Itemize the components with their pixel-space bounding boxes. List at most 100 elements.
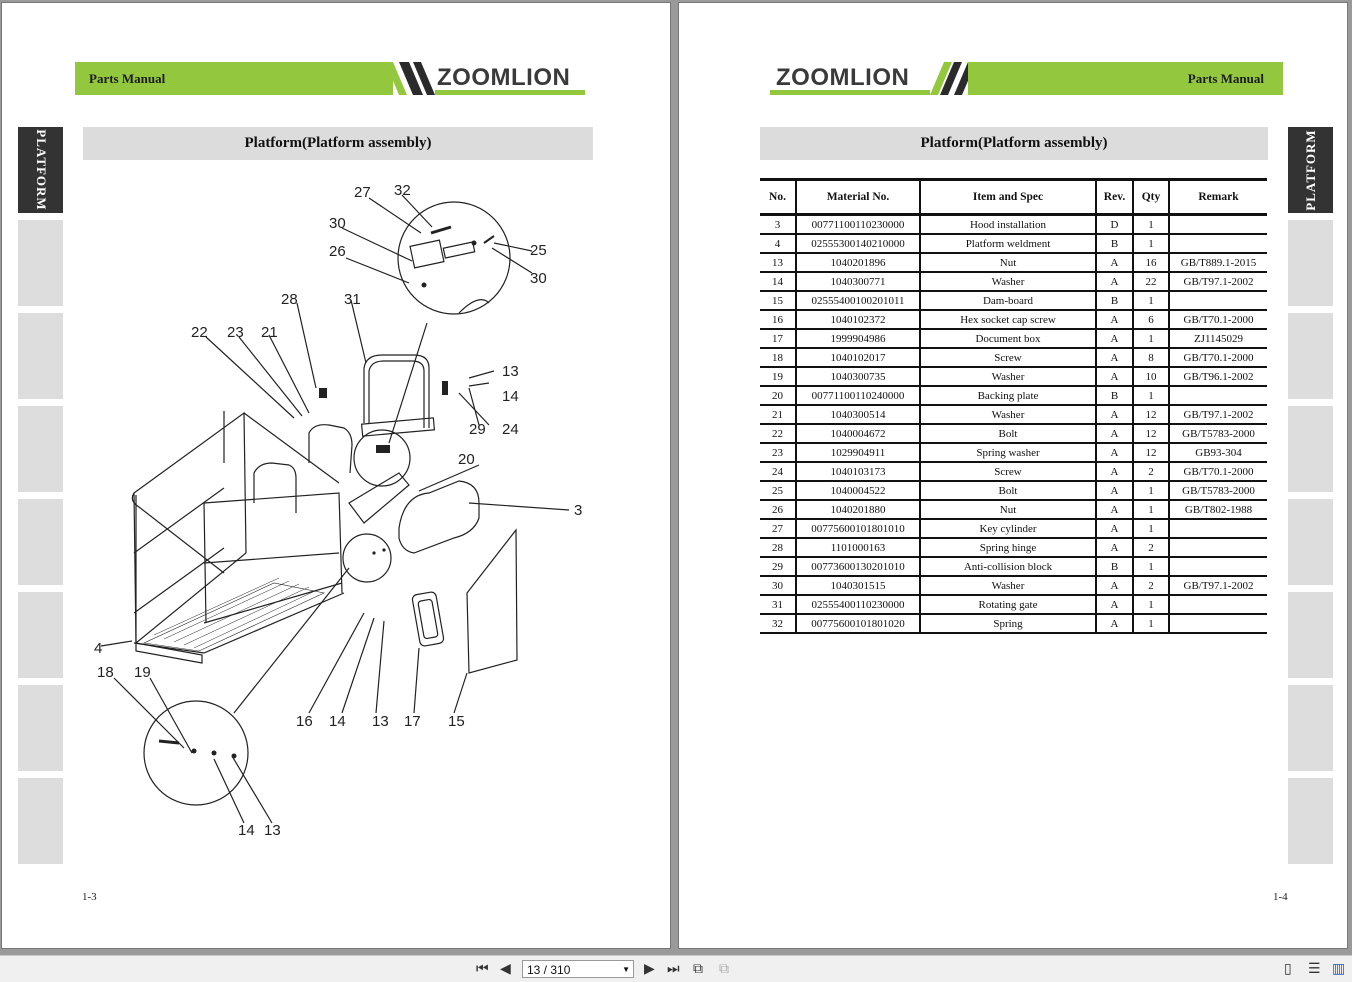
table-cell: 14 — [760, 272, 797, 292]
table-cell: B — [1095, 557, 1134, 577]
callout-label: 27 — [354, 184, 371, 201]
table-cell: GB93-304 — [1168, 443, 1267, 463]
table-cell: 1 — [1132, 557, 1170, 577]
table-cell: 2 — [1132, 462, 1170, 482]
table-cell: 1 — [1132, 614, 1170, 634]
table-cell: GB/T97.1-2002 — [1168, 405, 1267, 425]
table-cell: 1 — [1132, 234, 1170, 254]
section-tab[interactable] — [18, 592, 63, 678]
table-cell: 16 — [1132, 253, 1170, 273]
table-cell: 02555400100201011 — [795, 291, 921, 311]
section-tab[interactable] — [1288, 406, 1333, 492]
table-cell: 1 — [1132, 214, 1170, 235]
table-cell: 23 — [760, 443, 797, 463]
page-number-input[interactable]: 13 / 310▼ — [522, 960, 634, 978]
table-cell: 00773600130201010 — [795, 557, 921, 577]
table-cell: 1040102017 — [795, 348, 921, 368]
two-page-icon[interactable]: ▥ — [1332, 960, 1346, 976]
callout-label: 26 — [329, 243, 346, 260]
table-cell: A — [1095, 348, 1134, 368]
callout-label: 16 — [296, 713, 313, 730]
table-cell: Hood installation — [919, 214, 1097, 235]
table-cell: 10 — [1132, 367, 1170, 387]
table-cell: Hex socket cap screw — [919, 310, 1097, 330]
chevron-down-icon[interactable]: ▼ — [622, 965, 630, 974]
first-page-icon[interactable]: ⏮ — [476, 960, 489, 976]
table-cell: GB/T802-1988 — [1168, 500, 1267, 520]
callout-label: 13 — [264, 822, 281, 839]
table-cell: 12 — [1132, 424, 1170, 444]
table-cell: 1 — [1132, 386, 1170, 406]
table-cell: 1999904986 — [795, 329, 921, 349]
callout-label: 24 — [502, 421, 519, 438]
fit-page-icon[interactable]: ⧉ — [693, 960, 703, 976]
table-cell: Washer — [919, 405, 1097, 425]
table-cell: 22 — [1132, 272, 1170, 292]
section-tab[interactable] — [1288, 313, 1333, 399]
table-cell: A — [1095, 614, 1134, 634]
table-cell: 00775600101801010 — [795, 519, 921, 539]
callout-label: 19 — [134, 664, 151, 681]
table-cell: 1 — [1132, 519, 1170, 539]
table-cell: 1040103173 — [795, 462, 921, 482]
table-cell: 02555300140210000 — [795, 234, 921, 254]
section-tabs: PLATFORM — [1288, 127, 1333, 871]
section-tab[interactable] — [18, 220, 63, 306]
col-header: No. — [760, 178, 797, 216]
callout-label: 30 — [329, 215, 346, 232]
table-cell: 19 — [760, 367, 797, 387]
section-tab[interactable] — [18, 499, 63, 585]
table-cell: Spring — [919, 614, 1097, 634]
callout-label: 28 — [281, 291, 298, 308]
table-cell: 1040201880 — [795, 500, 921, 520]
tab-platform[interactable]: PLATFORM — [18, 127, 63, 213]
section-tab[interactable] — [1288, 685, 1333, 771]
table-cell: Nut — [919, 253, 1097, 273]
single-page-icon[interactable]: ▯ — [1284, 960, 1292, 976]
col-header: Material No. — [795, 178, 921, 216]
callout-label: 17 — [404, 713, 421, 730]
section-tab[interactable] — [1288, 499, 1333, 585]
tab-platform[interactable]: PLATFORM — [1288, 127, 1333, 213]
section-tab[interactable] — [1288, 592, 1333, 678]
table-cell: GB/T70.1-2000 — [1168, 348, 1267, 368]
table-cell: 1040301515 — [795, 576, 921, 596]
prev-page-icon[interactable]: ◀ — [500, 960, 511, 976]
fit-width-icon[interactable]: ⧉ — [719, 960, 729, 976]
table-cell: 02555400110230000 — [795, 595, 921, 615]
table-cell — [1168, 386, 1267, 406]
table-cell: 1 — [1132, 595, 1170, 615]
table-cell: 1040300735 — [795, 367, 921, 387]
table-cell: 1040300771 — [795, 272, 921, 292]
next-page-icon[interactable]: ▶ — [644, 960, 655, 976]
table-cell: GB/T5783-2000 — [1168, 424, 1267, 444]
table-cell: 1040300514 — [795, 405, 921, 425]
section-tab[interactable] — [18, 778, 63, 864]
section-tab[interactable] — [1288, 220, 1333, 306]
table-cell: 8 — [1132, 348, 1170, 368]
table-cell: A — [1095, 481, 1134, 501]
table-cell — [1168, 538, 1267, 558]
table-cell: 29 — [760, 557, 797, 577]
manual-label: Parts Manual — [1187, 71, 1264, 86]
page-number: 1-3 — [82, 891, 97, 903]
parts-table: No. Material No. Item and Spec Rev. Qty … — [760, 178, 1267, 634]
continuous-icon[interactable]: ☰ — [1308, 960, 1321, 976]
table-cell: A — [1095, 443, 1134, 463]
section-tab[interactable] — [18, 685, 63, 771]
table-cell: Document box — [919, 329, 1097, 349]
section-tab[interactable] — [18, 406, 63, 492]
table-cell: Screw — [919, 462, 1097, 482]
last-page-icon[interactable]: ⏭ — [667, 960, 680, 976]
table-cell: ZJ1145029 — [1168, 329, 1267, 349]
table-cell: 1040201896 — [795, 253, 921, 273]
section-tab[interactable] — [18, 313, 63, 399]
section-tab[interactable] — [1288, 778, 1333, 864]
logo-stripes-icon — [385, 62, 435, 95]
viewer-toolbar: ⏮ ◀ 13 / 310▼ ▶ ⏭ ⧉ ⧉ ▯ ☰ ▥ — [0, 955, 1352, 982]
